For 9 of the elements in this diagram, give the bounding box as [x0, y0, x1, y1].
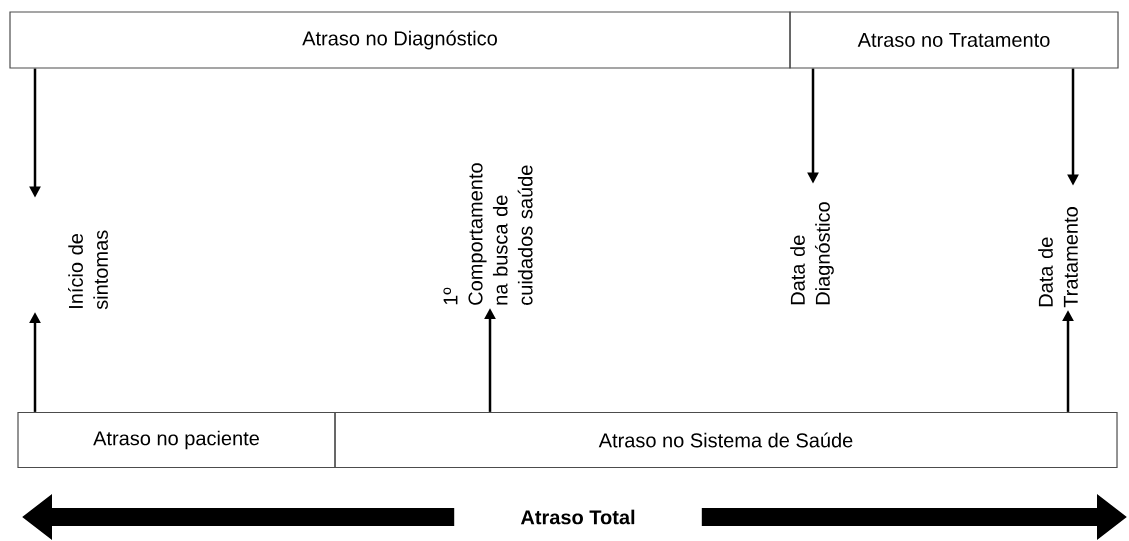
delay-box: Atraso no Sistema de Saúde: [334, 411, 1118, 469]
milestone-label: Data de Diagnóstico: [790, 202, 834, 305]
delay-box: Atraso no Tratamento: [789, 11, 1119, 69]
milestone-label: 1º Comportamento na busca de cuidados saúde: [443, 163, 533, 305]
milestone-label: Data de Tratamento: [1038, 207, 1078, 308]
delay-box: Atraso no paciente: [17, 411, 336, 469]
total-label: Atraso Total: [520, 509, 635, 525]
delay-box: Atraso no Diagnóstico: [9, 11, 791, 69]
milestone-label: Início de sintomas: [68, 230, 108, 310]
